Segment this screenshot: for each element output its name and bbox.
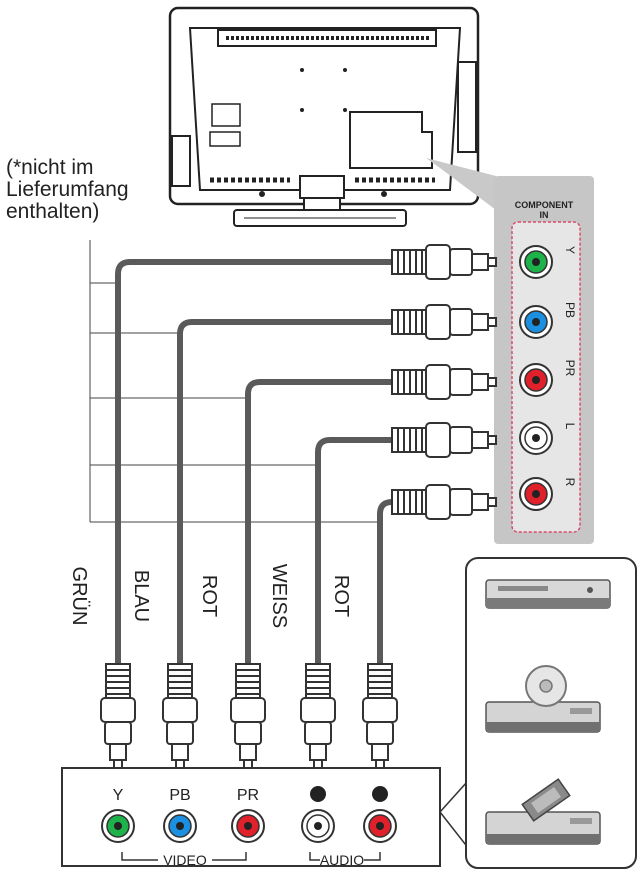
source-side-plug — [362, 663, 398, 769]
video-group-label: VIDEO — [163, 852, 207, 868]
component-jack-2[interactable]: PR — [519, 360, 577, 397]
component-in-panel: COMPONENT IN Y PB PR L R — [494, 176, 594, 544]
source-side-plug — [100, 663, 136, 769]
cable-2: ROT — [198, 364, 497, 769]
source-jack-label: PR — [237, 787, 259, 804]
tv-side-plug — [391, 244, 497, 280]
component-jack-0[interactable]: Y — [519, 245, 577, 279]
component-title-in: IN — [540, 210, 549, 220]
disc-player-icon — [485, 665, 601, 733]
source-side-plug — [230, 663, 266, 769]
source-jack-label: L — [315, 789, 322, 801]
source-side-plug — [300, 663, 336, 769]
source-av-panel: Y PB PR L R VIDEO AUDIO — [61, 767, 441, 868]
cable-3: WEISS — [268, 422, 497, 769]
audio-group-label: AUDIO — [320, 852, 364, 868]
tv-side-plug — [391, 422, 497, 458]
source-jack-4[interactable]: R — [363, 786, 397, 843]
component-jack-label: PR — [563, 360, 577, 377]
component-jack-label: R — [563, 478, 577, 487]
cable-1: BLAU — [130, 304, 497, 769]
cable-color-label: WEISS — [268, 564, 290, 628]
component-title: COMPONENT — [515, 200, 574, 210]
devices-panel — [465, 557, 637, 869]
cable-color-label: ROT — [330, 575, 352, 617]
note-line-2: Lieferumfang — [6, 178, 129, 201]
component-jack-label: Y — [563, 246, 577, 254]
cable-color-label: BLAU — [130, 570, 152, 622]
component-jack-3[interactable]: L — [519, 421, 577, 455]
source-jack-label: Y — [113, 787, 124, 804]
source-jack-label: PB — [169, 787, 190, 804]
source-jack-1[interactable]: PB — [163, 787, 197, 843]
set-top-box-icon — [485, 778, 601, 845]
component-jack-4[interactable]: R — [519, 477, 577, 511]
tv-rear-view — [168, 6, 480, 227]
tv-side-plug — [391, 484, 497, 520]
component-jack-1[interactable]: PB — [519, 302, 577, 339]
source-side-plug — [162, 663, 198, 769]
cable-color-label: GRÜN — [68, 567, 90, 626]
tv-side-plug — [391, 364, 497, 400]
source-jack-label: R — [376, 789, 384, 801]
cable-color-label: ROT — [198, 575, 220, 617]
not-included-note: (*nicht im Lieferumfang enthalten) — [6, 157, 129, 223]
tv-side-plug — [391, 304, 497, 340]
source-jack-0[interactable]: Y — [101, 787, 135, 843]
cable-4: ROT — [330, 484, 497, 769]
zoom-callout — [426, 158, 496, 210]
note-line-3: enthalten) — [6, 200, 100, 223]
cable-0: GRÜN — [68, 244, 497, 769]
note-line-1: (*nicht im — [6, 156, 94, 179]
source-jack-3[interactable]: L — [301, 786, 335, 843]
component-jack-label: L — [563, 423, 577, 430]
dvd-player-icon — [485, 579, 611, 609]
component-jack-label: PB — [563, 302, 577, 318]
source-jack-2[interactable]: PR — [231, 787, 265, 843]
cables: GRÜN BLAU ROT WEISS ROT — [68, 244, 497, 769]
